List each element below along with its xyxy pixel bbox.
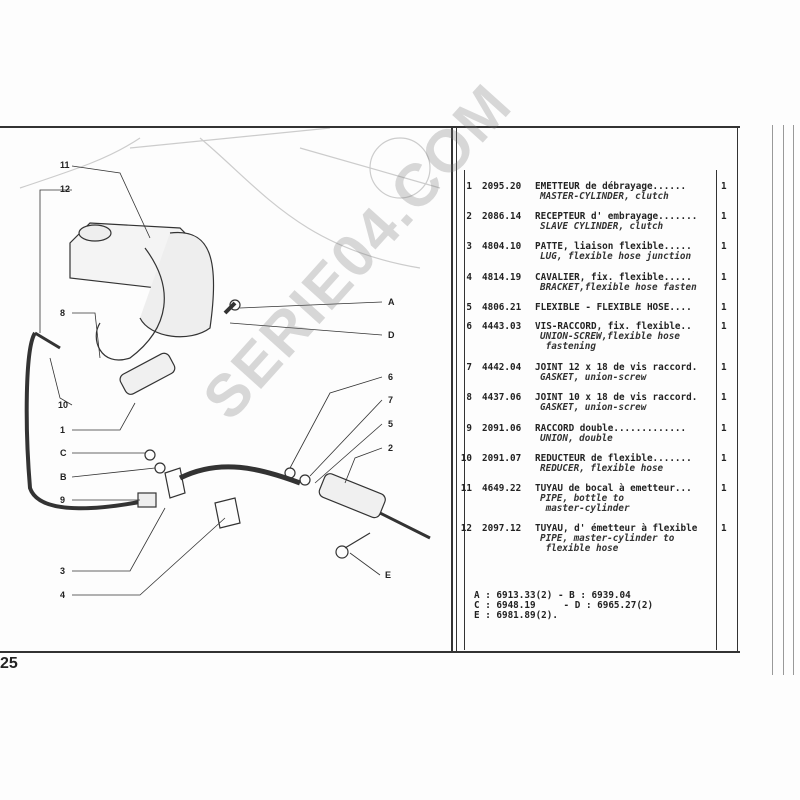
part-qty: 1 (721, 423, 727, 434)
part-qty: 1 (721, 523, 727, 534)
part-name-en: UNION, double (540, 433, 613, 444)
part-reference: 2097.12 (482, 523, 522, 534)
part-qty: 1 (721, 272, 727, 283)
part-qty: 1 (721, 241, 727, 252)
part-number: 2 (466, 211, 472, 222)
part-name-fr: CAVALIER, fix. flexible..... (535, 272, 692, 283)
callout-4: 4 (60, 590, 66, 600)
callout-1: 1 (60, 425, 66, 435)
part-number: 5 (466, 302, 472, 313)
part-number: 1 (466, 181, 472, 192)
part-number: 10 (460, 453, 472, 464)
callout-11: 11 (60, 160, 70, 170)
part-name-fr: JOINT 10 x 18 de vis raccord. (535, 392, 698, 403)
part-qty: 1 (721, 453, 727, 464)
book-edge (793, 125, 794, 675)
part-qty: 1 (721, 321, 727, 332)
part-name-en: PIPE, master-cylinder to flexible hose (540, 533, 675, 554)
part-name-en: LUG, flexible hose junction (540, 251, 692, 262)
part-name-fr: VIS-RACCORD, fix. flexible.. (535, 321, 692, 332)
callout-12: 12 (60, 184, 71, 194)
part-reference: 2091.06 (482, 423, 522, 434)
part-number: 3 (466, 241, 472, 252)
part-reference: 2091.07 (482, 453, 522, 464)
part-name-fr: TUYAU, d' émetteur à flexible (535, 523, 698, 534)
part-reference: 4804.10 (482, 241, 522, 252)
part-reference: 2086.14 (482, 211, 522, 222)
part-qty: 1 (721, 392, 727, 403)
part-number: 7 (466, 362, 472, 373)
callout-C: C (60, 448, 67, 458)
callout-B: B (60, 472, 67, 482)
callout-8: 8 (60, 308, 66, 318)
hardware-notes: A : 6913.33(2) - B : 6939.04 C : 6948.19… (474, 590, 654, 621)
part-reference: 4442.04 (482, 362, 522, 373)
part-name-en: GASKET, union-screw (540, 402, 647, 413)
part-qty: 1 (721, 181, 727, 192)
part-number: 6 (466, 321, 472, 332)
top-border (0, 126, 740, 128)
part-name-fr: RACCORD double............. (535, 423, 687, 434)
part-name-en: PIPE, bottle to master-cylinder (540, 493, 630, 514)
callout-5: 5 (388, 419, 394, 429)
part-name-fr: TUYAU de bocal à emetteur... (535, 483, 692, 494)
part-name-en: REDUCER, flexible hose (540, 463, 664, 474)
callout-2: 2 (388, 443, 394, 453)
part-name-en: MASTER-CYLINDER, clutch (540, 191, 669, 202)
part-reference: 4806.21 (482, 302, 522, 313)
part-name-en: SLAVE CYLINDER, clutch (540, 221, 664, 232)
bottom-border (0, 651, 740, 653)
qty-column-line (716, 170, 717, 650)
callout-7: 7 (388, 395, 394, 405)
part-name-fr: REDUCTEUR de flexible....... (535, 453, 692, 464)
part-reference: 4814.19 (482, 272, 522, 283)
book-edge (783, 125, 784, 675)
column-divider-inner (456, 126, 457, 653)
callout-10: 10 (58, 400, 69, 410)
part-reference: 4437.06 (482, 392, 522, 403)
part-name-fr: FLEXIBLE - FLEXIBLE HOSE.... (535, 302, 692, 313)
clutch-hydraulic-diagram (19, 128, 441, 596)
part-qty: 1 (721, 362, 727, 373)
book-edge (772, 125, 773, 675)
callout-9: 9 (60, 495, 66, 505)
page-number: 25 (0, 655, 18, 672)
callout-D: D (388, 330, 395, 340)
part-name-fr: RECEPTEUR d' embrayage....... (535, 211, 698, 222)
part-number: 8 (466, 392, 472, 403)
callout-6: 6 (388, 372, 394, 382)
part-name-en: UNION-SCREW,flexible hose fastening (540, 331, 680, 352)
callout-E: E (385, 570, 392, 580)
part-number: 12 (460, 523, 472, 534)
part-number: 4 (466, 272, 472, 283)
part-qty: 1 (721, 302, 727, 313)
part-number: 9 (466, 423, 472, 434)
part-number: 11 (460, 483, 472, 494)
callout-A: A (388, 297, 395, 307)
part-name-fr: JOINT 12 x 18 de vis raccord. (535, 362, 698, 373)
part-name-fr: PATTE, liaison flexible..... (535, 241, 692, 252)
part-name-fr: EMETTEUR de débrayage...... (535, 181, 687, 192)
column-divider (451, 126, 453, 653)
part-name-en: BRACKET,flexible hose fasten (540, 282, 697, 293)
part-reference: 4443.03 (482, 321, 522, 332)
callout-3: 3 (60, 566, 66, 576)
part-qty: 1 (721, 483, 727, 494)
part-reference: 4649.22 (482, 483, 522, 494)
part-qty: 1 (721, 211, 727, 222)
part-name-en: GASKET, union-screw (540, 372, 647, 383)
part-reference: 2095.20 (482, 181, 522, 192)
right-border (737, 126, 738, 653)
number-column-line (464, 170, 465, 650)
